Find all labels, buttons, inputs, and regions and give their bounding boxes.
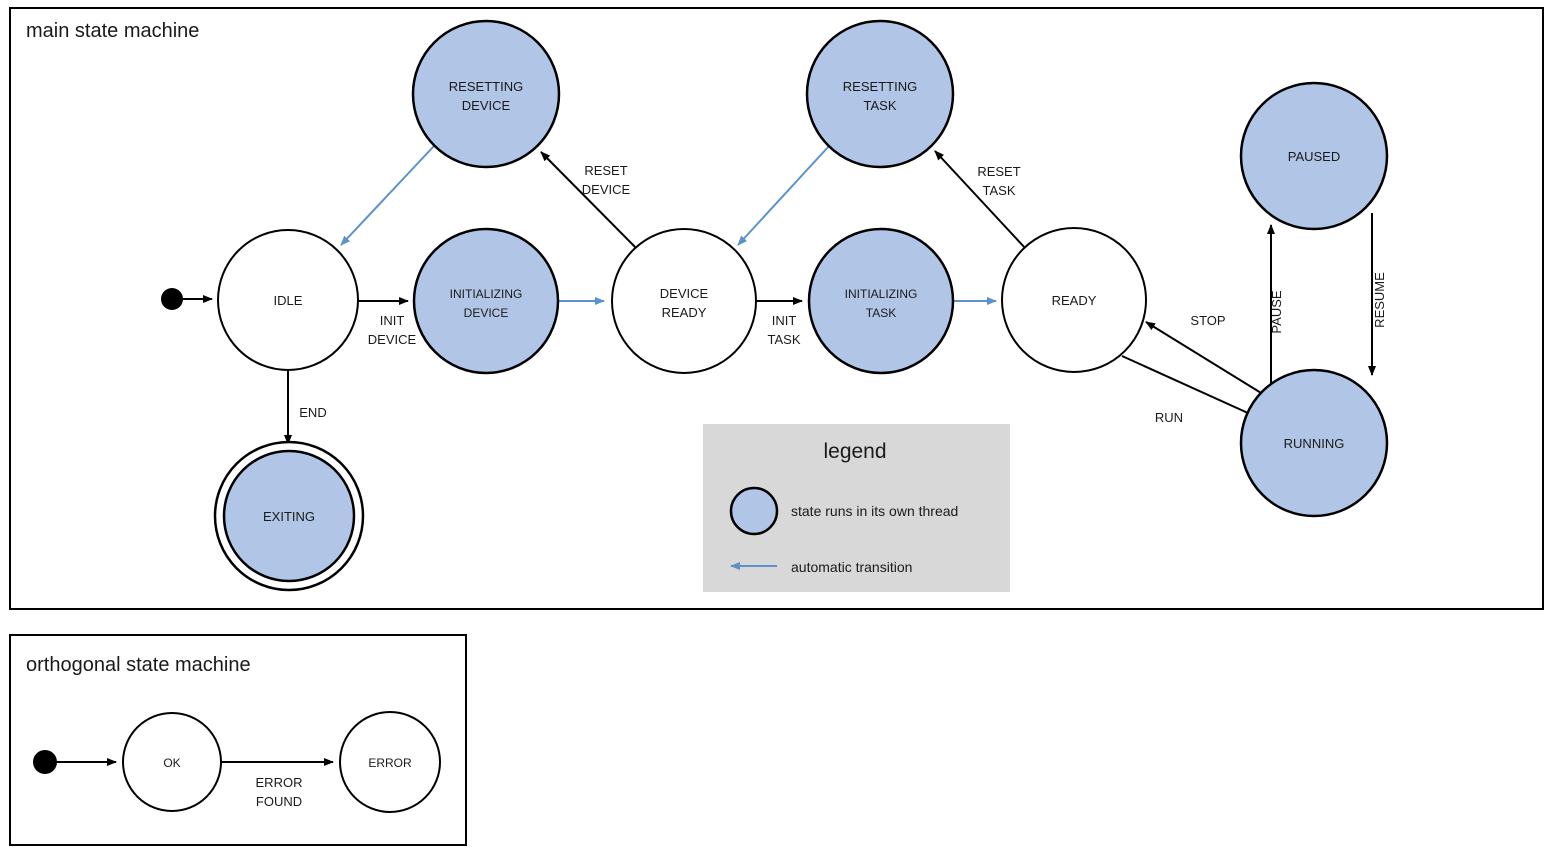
state-label-ok: OK (163, 756, 180, 770)
transition-reset-task[interactable]: RESET TASK (934, 150, 1027, 250)
legend-title: legend (823, 440, 886, 463)
state-circle (339, 711, 441, 813)
edge-label-reset-task-line1: RESET (977, 164, 1020, 179)
state-initializing-task[interactable]: INITIALIZING TASK (807, 227, 955, 375)
edge-label-resume: RESUME (1372, 272, 1387, 328)
legend-item-auto-label: automatic transition (791, 559, 912, 575)
orth-initial-state-dot (33, 750, 57, 774)
transition-orth-start-to-ok[interactable] (33, 750, 117, 774)
state-circle (412, 227, 560, 375)
edge-label-error-found-line1: ERROR (256, 775, 303, 790)
state-circle (1001, 227, 1147, 373)
state-running[interactable]: RUNNING (1239, 368, 1389, 518)
transition-error-found[interactable]: ERROR FOUND (221, 758, 334, 809)
transition-resetting-device-to-idle-auto[interactable] (340, 145, 435, 246)
legend: legend state runs in its own thread auto… (703, 424, 1010, 592)
state-circle (805, 19, 955, 169)
state-label-device-ready-line1: DEVICE (660, 286, 709, 301)
legend-item-auto-transition: automatic transition (730, 559, 912, 575)
state-label-error: ERROR (368, 756, 412, 770)
state-ready[interactable]: READY (1001, 227, 1147, 373)
transition-init-task[interactable]: INIT TASK (756, 297, 803, 347)
state-label-initializing-device-line2: DEVICE (464, 306, 509, 320)
edge-label-init-task-line1: INIT (772, 313, 797, 328)
state-initializing-device[interactable]: INITIALIZING DEVICE (412, 227, 560, 375)
state-label-resetting-task-line1: RESETTING (843, 79, 917, 94)
edge-label-end: END (299, 405, 326, 420)
state-error[interactable]: ERROR (339, 711, 441, 813)
edge-line (540, 151, 639, 251)
edge-label-init-device-line1: INIT (380, 313, 405, 328)
state-label-resetting-device-line1: RESETTING (449, 79, 523, 94)
orthogonal-frame-title: orthogonal state machine (26, 654, 251, 676)
transition-resetting-task-to-device-ready-auto[interactable] (737, 145, 830, 246)
edge-line (934, 150, 1027, 250)
transition-reset-device[interactable]: RESET DEVICE (540, 151, 639, 251)
state-circle (411, 19, 561, 169)
edge-label-stop: STOP (1190, 313, 1225, 328)
legend-item-thread: state runs in its own thread (729, 486, 958, 536)
state-circle (222, 449, 356, 583)
transition-run[interactable]: RUN (1121, 355, 1260, 425)
edge-line (1121, 355, 1260, 419)
transition-stop[interactable]: STOP (1145, 313, 1267, 397)
state-label-resetting-device-line2: DEVICE (462, 98, 511, 113)
state-circle (217, 229, 359, 371)
state-paused[interactable]: PAUSED (1239, 81, 1389, 231)
state-exiting[interactable]: EXITING (213, 440, 365, 592)
edge-label-error-found-line2: FOUND (256, 794, 302, 809)
state-label-paused: PAUSED (1288, 149, 1341, 164)
state-label-exiting: EXITING (263, 509, 315, 524)
main-frame-title: main state machine (26, 20, 199, 42)
edge-label-pause: PAUSE (1269, 290, 1284, 333)
state-label-resetting-task-line2: TASK (864, 98, 897, 113)
edge-line (737, 145, 830, 246)
edge-label-run: RUN (1155, 410, 1183, 425)
state-circle (1239, 81, 1389, 231)
state-idle[interactable]: IDLE (217, 229, 359, 371)
state-ok[interactable]: OK (122, 712, 222, 812)
state-label-ready: READY (1052, 293, 1097, 308)
state-circle (611, 228, 757, 374)
initial-state-dot (161, 288, 183, 310)
state-label-initializing-device-line1: INITIALIZING (450, 287, 523, 301)
state-label-initializing-task-line1: INITIALIZING (845, 287, 918, 301)
edge-label-reset-device-line2: DEVICE (582, 182, 631, 197)
state-device-ready[interactable]: DEVICE READY (611, 228, 757, 374)
state-label-device-ready-line2: READY (662, 305, 707, 320)
edge-line (1145, 321, 1267, 397)
state-label-initializing-task-line2: TASK (866, 306, 896, 320)
orthogonal-state-machine-frame: orthogonal state machine ERROR FOUND OK … (9, 634, 467, 846)
state-resetting-task[interactable]: RESETTING TASK (805, 19, 955, 169)
main-states: IDLE RESETTING DEVICE INITIALIZING DEVIC… (213, 19, 1389, 592)
transition-end[interactable]: END (284, 370, 327, 445)
transition-pause[interactable]: PAUSE (1267, 224, 1284, 392)
state-circle (1239, 368, 1389, 518)
state-circle (122, 712, 222, 812)
state-resetting-device[interactable]: RESETTING DEVICE (411, 19, 561, 169)
legend-item-thread-label: state runs in its own thread (791, 503, 958, 519)
edge-label-init-device-line2: DEVICE (368, 332, 417, 347)
legend-thread-swatch-icon (729, 486, 779, 536)
edge-label-reset-device-line1: RESET (584, 163, 627, 178)
main-transitions: INIT DEVICE END RESET DEVICE INIT TASK (161, 145, 1387, 445)
edge-label-init-task-line2: TASK (768, 332, 801, 347)
transition-init-device[interactable]: INIT DEVICE (358, 297, 417, 347)
edge-label-reset-task-line2: TASK (983, 183, 1016, 198)
edge-line (340, 145, 435, 246)
transition-resume[interactable]: RESUME (1368, 213, 1387, 376)
transition-start-to-idle[interactable] (161, 288, 213, 310)
state-circle (807, 227, 955, 375)
state-label-running: RUNNING (1284, 436, 1345, 451)
state-label-idle: IDLE (274, 293, 303, 308)
